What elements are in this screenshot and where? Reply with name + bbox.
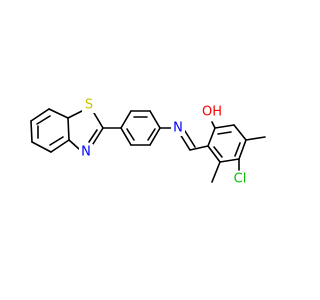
hydroxyl-label: OH (202, 105, 222, 120)
chemical-structure-diagram: S N N OH Cl (30, 97, 266, 187)
bond (67, 109, 85, 119)
atom-labels: S N N OH Cl (79, 97, 250, 187)
bond (68, 139, 80, 150)
bond (126, 128, 135, 141)
bond (120, 110, 132, 129)
bonds (30, 108, 266, 183)
hydroxyl-group: OH (200, 104, 224, 120)
bond (120, 127, 132, 146)
bond (207, 127, 216, 147)
bond (233, 124, 247, 141)
bond (189, 145, 209, 151)
sulfur-atom: S (82, 97, 96, 113)
bond (149, 110, 161, 129)
thiazole-nitrogen-atom: N (79, 144, 93, 160)
imine-nitrogen-label: N (173, 121, 183, 136)
bond (30, 108, 50, 122)
chlorine-atom: Cl (230, 171, 250, 187)
bond (213, 146, 223, 158)
bond (214, 124, 235, 129)
bond (92, 127, 104, 145)
structure-canvas: S N N OH Cl (30, 97, 266, 187)
bond (238, 139, 247, 160)
bond (49, 136, 64, 146)
bond (219, 158, 240, 163)
imine-nitrogen-atom: N (171, 120, 185, 136)
sulfur-label: S (85, 98, 93, 113)
bond (211, 121, 216, 129)
bond (207, 145, 221, 163)
bond (88, 129, 98, 143)
bond (217, 131, 232, 135)
bond (93, 112, 104, 129)
bond (245, 136, 266, 141)
bond (36, 115, 51, 125)
bond (50, 139, 70, 153)
bond (48, 108, 69, 119)
bond (149, 127, 161, 146)
bond (184, 130, 196, 148)
bond (67, 117, 70, 141)
bond (31, 141, 52, 153)
chlorine-label: Cl (234, 172, 247, 187)
bond (30, 120, 33, 143)
bond (147, 128, 156, 141)
bond (179, 133, 191, 151)
thiazole-nitrogen-label: N (81, 145, 91, 160)
bond (211, 161, 221, 183)
bond (234, 142, 241, 157)
